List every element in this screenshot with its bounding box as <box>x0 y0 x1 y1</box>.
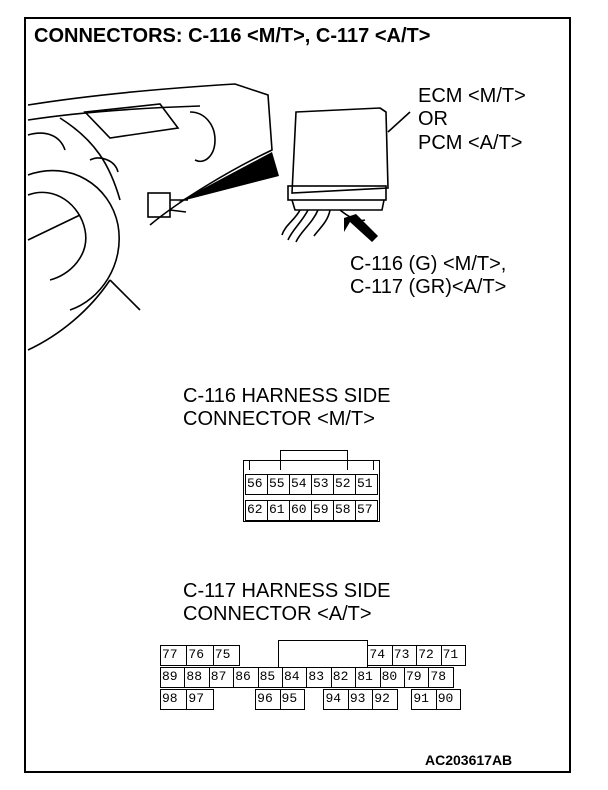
c117-pin-87: 87 <box>208 667 235 688</box>
c116-pin-58: 58 <box>333 500 356 521</box>
c117-pin-71: 71 <box>440 645 466 666</box>
c117-latch <box>278 640 368 667</box>
c116-pin-61: 61 <box>267 500 290 521</box>
c117-pin-94: 94 <box>323 689 349 710</box>
c116-heading-line1: C-116 HARNESS SIDE <box>183 385 391 407</box>
c117-pin-95: 95 <box>279 689 305 710</box>
c117-pin-78: 78 <box>428 667 454 688</box>
c116-pin-51: 51 <box>355 474 378 495</box>
c117-pin-90: 90 <box>435 689 462 710</box>
c117-pin-84: 84 <box>282 667 308 688</box>
c116-pin-56: 56 <box>245 474 268 495</box>
c117-pin-77: 77 <box>160 645 188 666</box>
c116-heading-line2: CONNECTOR <M/T> <box>183 408 375 430</box>
c117-pin-86: 86 <box>233 667 259 688</box>
c117-pin-89: 89 <box>160 667 186 688</box>
c117-pin-74: 74 <box>367 645 393 666</box>
c117-pin-81: 81 <box>355 667 381 688</box>
c117-pin-73: 73 <box>391 645 418 666</box>
c116-housing <box>243 460 380 522</box>
c116-pin-52: 52 <box>333 474 356 495</box>
c116-pin-62: 62 <box>245 500 268 521</box>
c117-pin-83: 83 <box>306 667 332 688</box>
c117-pin-96: 96 <box>255 689 281 710</box>
c116-pin-59: 59 <box>311 500 334 521</box>
c116-pin-57: 57 <box>355 500 378 521</box>
c117-pin-97: 97 <box>186 689 214 710</box>
c117-pin-88: 88 <box>184 667 210 688</box>
c116-pin-53: 53 <box>311 474 334 495</box>
diagram-frame <box>24 17 571 773</box>
c117-pin-72: 72 <box>416 645 442 666</box>
ecm-label-line2: OR <box>418 108 448 130</box>
c117-pin-80: 80 <box>379 667 405 688</box>
c117-pin-82: 82 <box>330 667 357 688</box>
c116-pin-60: 60 <box>289 500 312 521</box>
ecm-label-line3: PCM <A/T> <box>418 132 523 154</box>
c117-pin-92: 92 <box>372 689 398 710</box>
c116-pin-55: 55 <box>267 474 290 495</box>
connector-callout-line1: C-116 (G) <M/T>, <box>350 253 507 275</box>
c117-pin-79: 79 <box>404 667 430 688</box>
c117-pin-91: 91 <box>411 689 437 710</box>
page-title: CONNECTORS: C-116 <M/T>, C-117 <A/T> <box>34 25 431 47</box>
c117-pin-85: 85 <box>257 667 283 688</box>
connector-callout-line2: C-117 (GR)<A/T> <box>350 276 507 298</box>
c117-pin-75: 75 <box>212 645 241 666</box>
c117-pin-98: 98 <box>160 689 188 710</box>
ecm-label-line1: ECM <M/T> <box>418 85 526 107</box>
c117-pin-76: 76 <box>186 645 214 666</box>
c116-pin-54: 54 <box>289 474 312 495</box>
c117-pin-93: 93 <box>347 689 374 710</box>
c117-heading-line2: CONNECTOR <A/T> <box>183 603 372 625</box>
figure-id: AC203617AB <box>425 752 513 768</box>
c117-heading-line1: C-117 HARNESS SIDE <box>183 580 391 602</box>
